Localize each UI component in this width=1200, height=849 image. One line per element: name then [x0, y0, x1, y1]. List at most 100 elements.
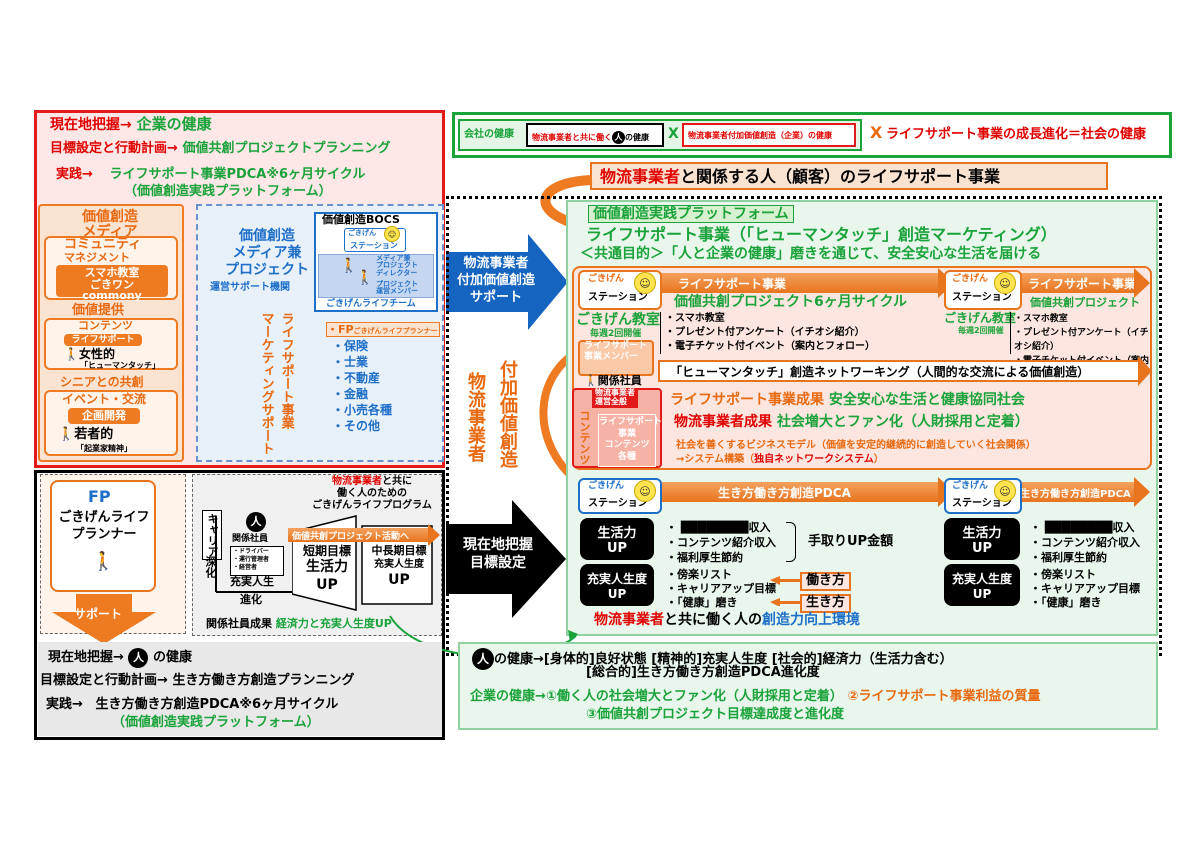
legend-right: ライフサポート事業の成長進化＝社会の健康 — [886, 127, 1147, 142]
br-corp: 企業の健康→①働く人の社会増大とファン化（人財採用と定着） ②ライフサポート事業… — [470, 689, 1041, 704]
member-staff: 🚶関係社員 — [584, 374, 642, 387]
bl-line1: 現在地把握→ 人 の健康 — [48, 648, 192, 668]
lt-line3-sub: （価値創造実践プラットフォーム） — [124, 184, 332, 199]
fp-box — [50, 480, 156, 592]
contents-label: コンテンツ — [78, 319, 133, 332]
class-title: ごきげん教室 — [576, 312, 660, 328]
legend-box1: 物流事業者と共に働く人の健康 — [526, 123, 664, 147]
tedori-label: 手取りUP金額 — [808, 534, 894, 549]
fp-title: FP — [88, 487, 111, 506]
class-title2: ごきげん教室 — [944, 311, 1017, 325]
pdca2-title: 価値共創プロジェクト — [1030, 296, 1140, 309]
person-icon: 🚶 — [92, 551, 115, 572]
station-gokigen: ごきげん — [588, 274, 625, 284]
bocs-station-label: ステーション — [350, 241, 398, 250]
class-list: ・スマホ教室・プレゼント付アンケート（イチオシ紹介）・電子チケット付イベント（案… — [660, 312, 882, 354]
black-arrow — [446, 500, 566, 618]
lt-line1: 現在地把握→ 企業の健康 — [50, 115, 212, 133]
bottom-right-panel — [458, 642, 1158, 730]
wakamono-label: 🚶若者的 — [58, 427, 114, 442]
kikaku-badge: 企画開発 — [68, 408, 140, 424]
fp-sub: ごきげんライフプランナー — [58, 510, 150, 542]
br-corp2: ③価値共創プロジェクト目標達成度と進化度 — [586, 707, 845, 722]
lifeteam-label: ごきげんライフチーム — [326, 299, 416, 309]
station-label: ステーション — [588, 292, 648, 303]
black-arrow-text: 現在地把握目標設定 — [463, 537, 533, 572]
smile-icon: ☺ — [634, 480, 656, 502]
project-subtitle: 運営サポート機関 — [210, 282, 290, 293]
common-goal: ＜共通目的＞「人と企業の健康」磨きを通じて、安全安心な生活を届ける — [580, 246, 1042, 262]
pdca-station-label2: ステーション — [952, 498, 1012, 509]
human-touch-label: 「ヒューマンタッチ」 — [80, 361, 160, 370]
bocs-title: 価値創造BOCS — [322, 213, 400, 226]
smile-icon: ☺ — [994, 272, 1016, 294]
person-circle: 人 — [128, 648, 149, 668]
pdca-footer: 物流事業者と共に働く人の創造力向上環境 — [594, 612, 860, 628]
br-health2: [総合的]生き方働き方創造PDCA進化度 — [586, 665, 820, 680]
bocs-members — [318, 254, 434, 298]
network-ribbon: 「ヒューマンタッチ」創造ネットワーキング（人間的な交流による価値創造） — [658, 360, 1142, 382]
pm-label: プロジェクト運営メンバー — [376, 280, 418, 296]
lifesupport-title: ライフサポート事業（「ヒューマンタッチ」創造マーケティング） — [586, 225, 1057, 244]
station-label2: ステーション — [952, 292, 1012, 303]
media-title: 価値創造メディア — [82, 209, 138, 240]
blue-arrow-text: 物流事業者付加価値創造サポート — [456, 256, 535, 305]
pdca-ribbon: 生き方働き方創造PDCA — [650, 482, 940, 502]
value-offer-label: 価値提供 — [72, 303, 125, 318]
person-circle: 人 — [472, 648, 494, 670]
member-title: ライフサポート事業メンバー — [584, 341, 648, 362]
row1-arrowhead2 — [1134, 268, 1150, 298]
member-icon: 🚶 — [340, 258, 358, 274]
result-line4: →システム構築（独自ネットワークシステム） — [676, 454, 884, 465]
bl-line2: 目標設定と行動計画→ 生き方働き方創造プランニング — [40, 673, 355, 688]
lifesupport-vertical: ライフサポート事業 — [278, 312, 294, 429]
legend-box2: 物流事業者付加価値創造（企業）の健康 — [682, 123, 856, 147]
member-icon: 🚶 — [356, 270, 374, 286]
mid-vertical-2: 付加価値創造 — [497, 360, 518, 468]
contents-side: コンテンツ — [578, 410, 591, 465]
income-list2: ・ ████████収入・コンテンツ紹介収入・福利厚生節約 — [1030, 521, 1140, 564]
pdca-station-label: ステーション — [588, 498, 648, 509]
person-icon: 🚶 — [64, 347, 79, 361]
lt-line2: 目標設定と行動計画→ 価値共創プロジェクトプランニング — [50, 141, 391, 156]
josei-label: 🚶女性的 — [64, 347, 115, 361]
bl-line3-sub: （価値創造実践プラットフォーム） — [112, 715, 320, 730]
person-icon: 🚶 — [584, 374, 598, 387]
result-line1: ライフサポート事業成果 安全安心な生活と健康協同社会 — [670, 392, 1025, 408]
jujitsu-label: 充実人生 — [230, 575, 274, 588]
income-brace — [786, 522, 796, 562]
fp-badge: ・FPごきげんライフプランナー — [326, 322, 440, 337]
smile-icon: ☺ — [384, 226, 400, 242]
contents-items: ライフサポート事業コンテンツ各種 — [598, 414, 662, 467]
class-freq: 毎週2回開催 — [590, 329, 642, 339]
kigyoka-label: 「起業家精神」 — [76, 444, 132, 453]
platform-title: 価値創造実践プラットフォーム — [588, 205, 794, 224]
smile-icon: ☺ — [634, 272, 656, 294]
station-gokigen2: ごきげん — [952, 274, 989, 284]
network-arrowhead — [1138, 356, 1152, 386]
shinka1-vertical: 深化 — [204, 556, 217, 578]
br-health: 人の健康→[身体的]良好状態 [精神的]充実人生度 [社会的]経済力（生活力含む… — [472, 648, 953, 670]
result-line3: 社会を善くするビジネスモデル（価値を安定的継続的に創造していく社会関係） — [676, 440, 1036, 451]
legend-company: 会社の健康 — [464, 129, 514, 140]
pdca-arrowhead2 — [1134, 477, 1150, 507]
kankei-label: 関係社員 — [232, 534, 269, 544]
bl-line3: 実践→ 生き方働き方創造PDCA※6ヶ月サイクル — [46, 697, 339, 712]
contents-head: 物流事業者運営全般 — [592, 388, 638, 408]
class-list2: ・スマホ教室・プレゼント付アンケート（イチオシ紹介）・電子チケット付イベント（案… — [1010, 312, 1156, 380]
hataraki-badge: 働き方 — [800, 572, 852, 591]
legend-x2: X — [870, 123, 883, 142]
career-list2: ・傍楽リスト・キャリアアップ目標・「健康」磨き — [1030, 568, 1140, 609]
row1-ribbon2: ライフサポート事業 — [1010, 273, 1136, 293]
project-title: 価値創造メディア兼プロジェクト — [225, 228, 309, 278]
header-customer: 物流事業者と関係する人（顧客）のライフサポート事業 — [590, 162, 1108, 190]
partner-list: ・保険 ・士業 ・不動産 ・金融 ・小売各種 ・その他 — [332, 339, 393, 433]
row1-ribbon: ライフサポート事業 — [650, 273, 940, 293]
support-arrow — [52, 594, 156, 644]
person-circle: 人 — [246, 512, 266, 532]
